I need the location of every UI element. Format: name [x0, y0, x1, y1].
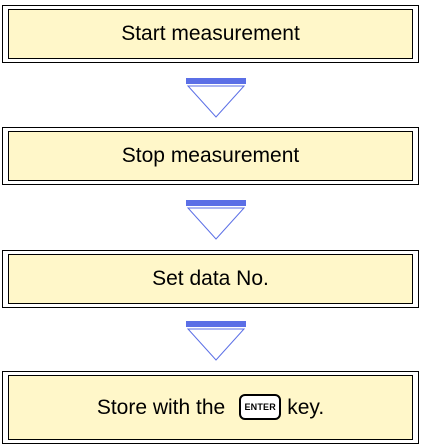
step-stop-measurement: Stop measurement	[2, 127, 419, 185]
arrow-head	[186, 85, 246, 118]
step-label-box: Store with the ENTER key.	[8, 375, 413, 440]
step-label-box: Stop measurement	[8, 131, 413, 181]
step-label: Set data No.	[152, 267, 269, 290]
step-label-box: Start measurement	[8, 9, 413, 59]
enter-key-label: ENTER	[244, 401, 276, 412]
enter-key-icon: ENTER	[239, 393, 282, 420]
arrow-bar	[186, 200, 246, 206]
step-label-prefix: Store with the	[96, 395, 226, 419]
step-label: Stop measurement	[121, 144, 300, 167]
step-label-box: Set data No.	[8, 254, 413, 304]
step-label-suffix: key.	[287, 395, 325, 419]
arrow-bar	[186, 321, 246, 327]
step-store-with-enter: Store with the ENTER key.	[2, 371, 419, 444]
down-arrow-icon	[186, 200, 246, 240]
step-label: Start measurement	[121, 22, 300, 45]
down-arrow-icon	[186, 78, 246, 118]
arrow-bar	[186, 78, 246, 84]
step-start-measurement: Start measurement	[2, 5, 419, 63]
step-set-data-no: Set data No.	[2, 250, 419, 308]
down-arrow-icon	[186, 321, 246, 361]
arrow-head	[186, 207, 246, 240]
arrow-head	[186, 328, 246, 361]
